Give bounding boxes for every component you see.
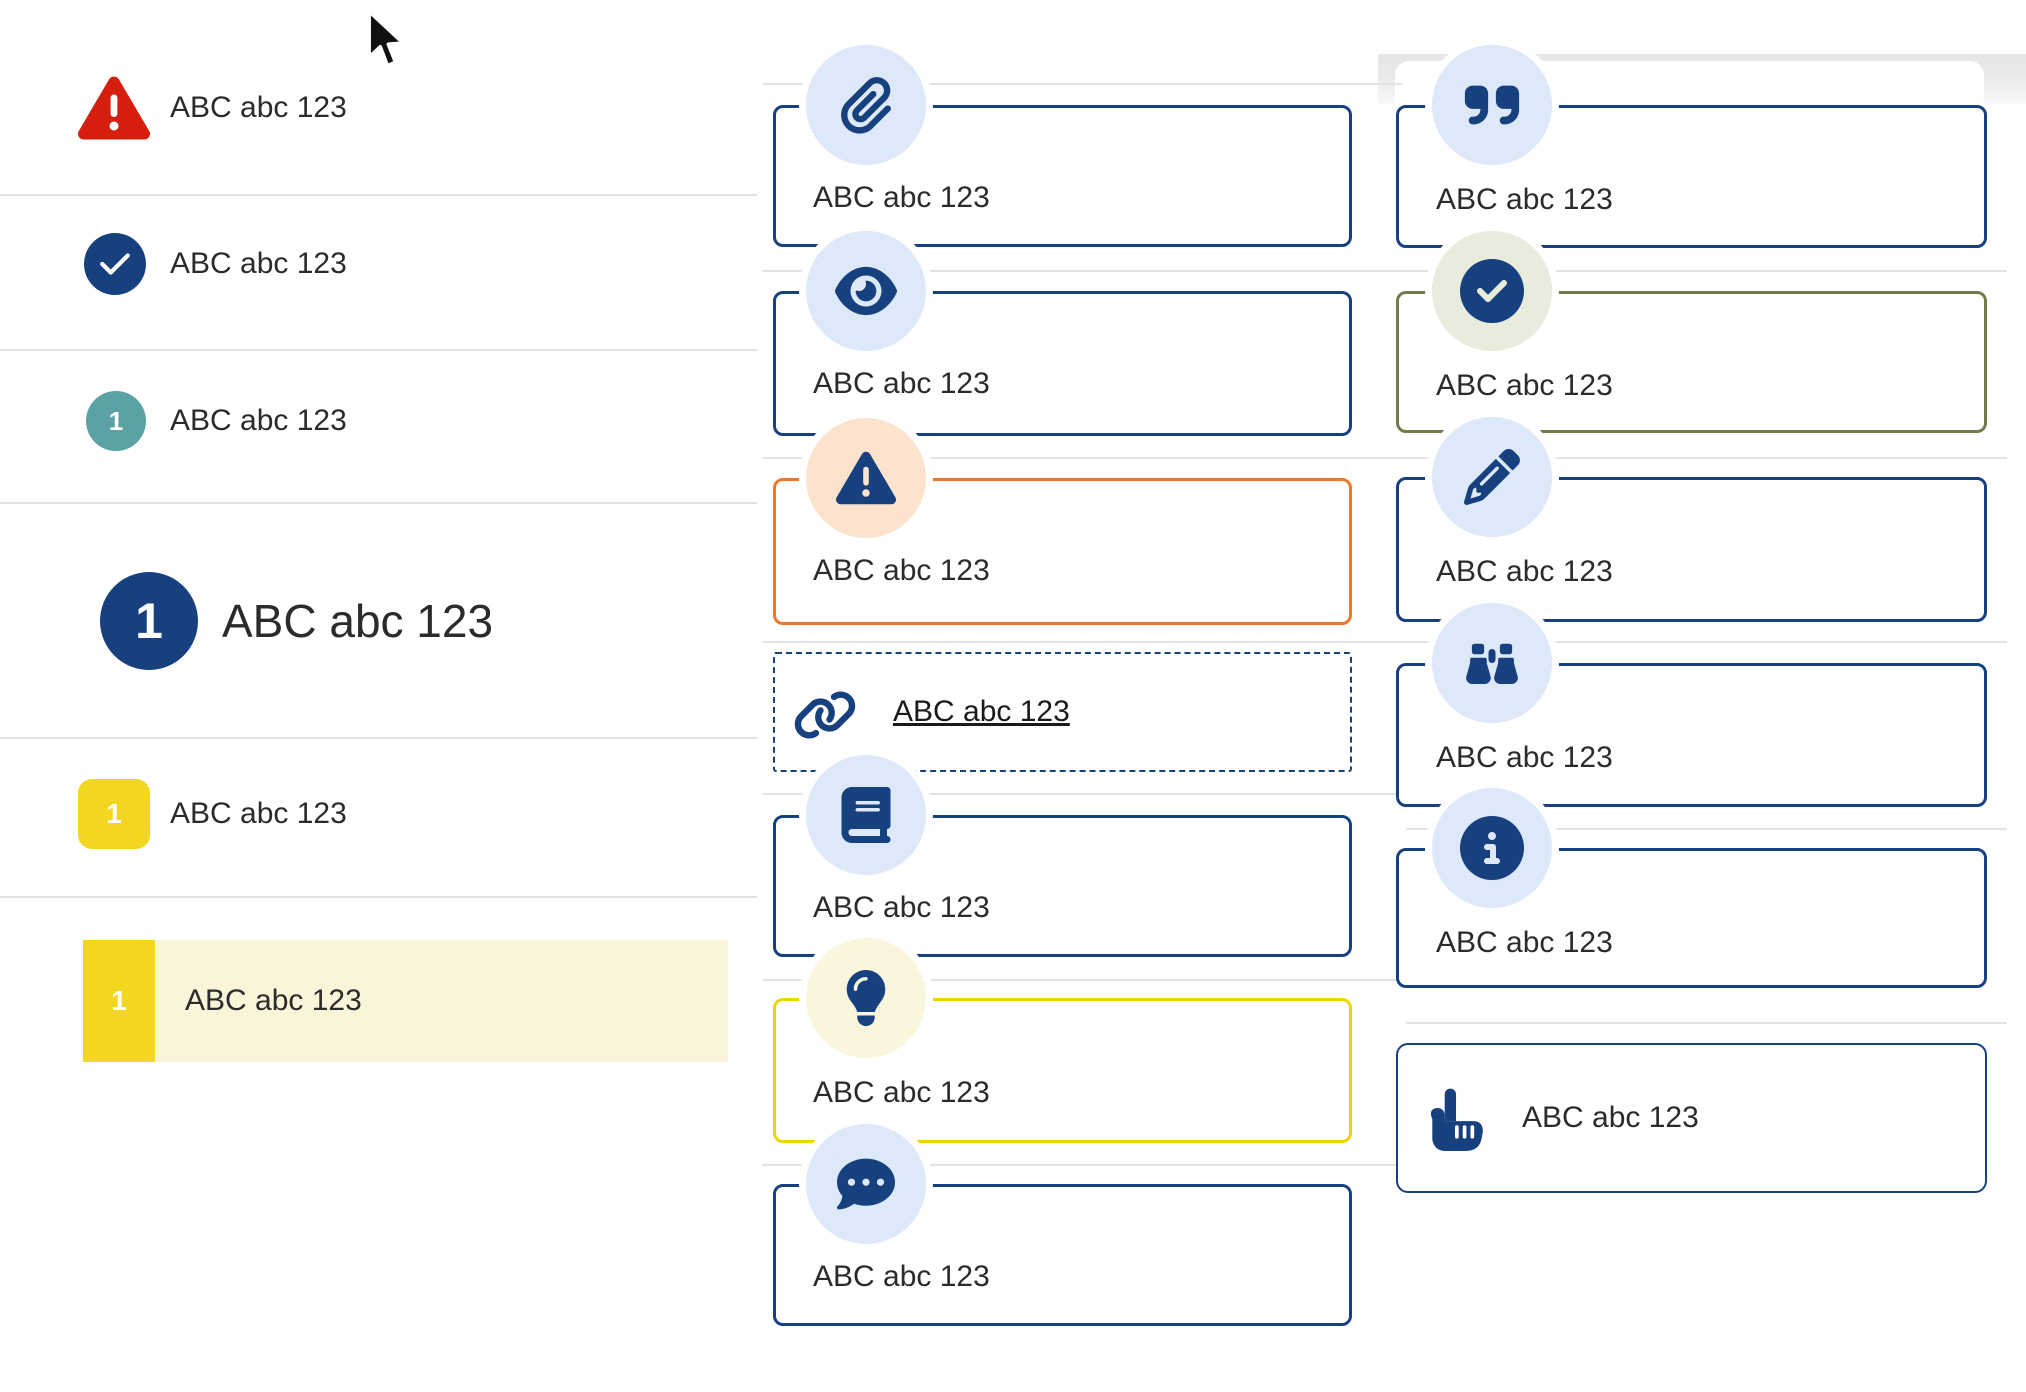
callout-label: ABC abc 123 [1436,926,1613,959]
callout-label: ABC abc 123 [1522,1101,1699,1134]
row-divider [762,270,2007,272]
callout-label: ABC abc 123 [813,1260,990,1293]
list-item-label: ABC abc 123 [170,797,347,830]
left-divider [0,737,757,739]
check-circle-icon [1432,231,1552,351]
mouse-cursor [363,8,405,74]
callout-label: ABC abc 123 [813,367,990,400]
callout-label: ABC abc 123 [1436,741,1613,774]
list-item-label: ABC abc 123 [185,984,362,1017]
book-icon [806,755,926,875]
callout-label: ABC abc 123 [813,181,990,214]
left-divider [0,349,757,351]
list-item-label: ABC abc 123 [170,404,347,437]
callout-label: ABC abc 123 [1436,369,1613,402]
highlighted-list-item[interactable]: 1 ABC abc 123 [83,940,728,1062]
list-item-label: ABC abc 123 [170,247,347,280]
eye-icon [806,231,926,351]
list-item-label-large: ABC abc 123 [222,595,494,647]
link-icon [793,683,857,747]
left-divider [0,896,757,898]
number-badge-navy-large: 1 [100,572,198,670]
callout-action [1396,1043,1987,1193]
row-divider [762,1164,1402,1166]
callout-label: ABC abc 123 [813,554,990,587]
warning-triangle-icon [806,418,926,538]
quote-icon [1432,45,1552,165]
left-divider [0,502,757,504]
callout-success [1396,291,1987,433]
callout-link[interactable] [773,652,1352,772]
callout-link-label[interactable]: ABC abc 123 [893,695,1070,728]
comment-dots-icon [806,1124,926,1244]
pencil-icon [1432,417,1552,537]
callout-label: ABC abc 123 [1436,183,1613,216]
lightbulb-icon [806,938,926,1058]
row-divider [762,793,1402,795]
row-divider [762,83,1402,85]
warning-triangle-icon [78,72,150,144]
callout-label: ABC abc 123 [813,1076,990,1109]
number-badge-yellow: 1 [83,940,155,1062]
list-item-label: ABC abc 123 [170,91,347,124]
paperclip-icon [806,45,926,165]
callout-label: ABC abc 123 [813,891,990,924]
number-badge-yellow: 1 [78,779,150,849]
check-circle-icon [84,233,146,295]
row-divider [1406,828,2007,830]
hand-point-up-icon [1424,1086,1486,1152]
row-divider [762,979,1402,981]
left-divider [0,194,757,196]
number-badge-teal: 1 [86,391,146,451]
binoculars-icon [1432,603,1552,723]
row-divider [762,641,2007,643]
row-divider [762,457,2007,459]
callout-label: ABC abc 123 [1436,555,1613,588]
info-circle-icon [1432,788,1552,908]
row-divider [1406,1022,2007,1024]
